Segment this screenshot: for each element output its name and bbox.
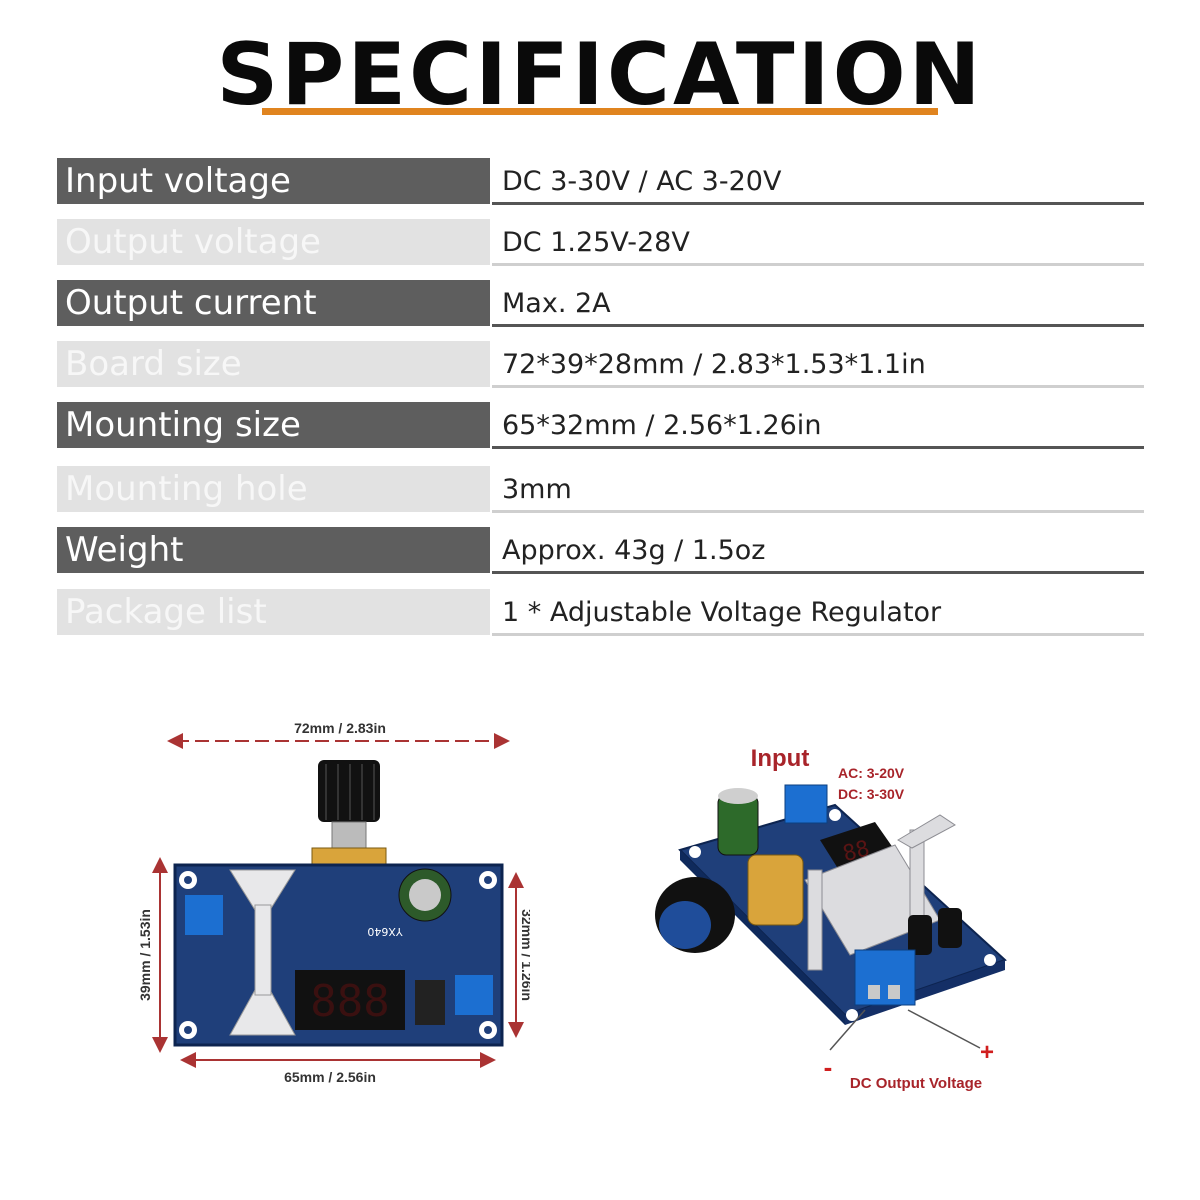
minus-leader-line bbox=[829, 1009, 866, 1051]
heatsink-icon bbox=[229, 869, 296, 1036]
spec-label: Output voltage bbox=[57, 219, 490, 265]
spec-row-output-voltage: Output voltage DC 1.25V-28V bbox=[57, 219, 1144, 267]
spec-value: DC 1.25V-28V bbox=[502, 227, 690, 258]
spec-row-input-voltage: Input voltage DC 3-30V / AC 3-20V bbox=[57, 158, 1144, 206]
spec-label: Mounting hole bbox=[57, 466, 490, 512]
spec-value: Max. 2A bbox=[502, 288, 611, 319]
led-digits: 888 bbox=[310, 976, 389, 1027]
plus-leader-line bbox=[907, 1009, 981, 1049]
spec-label: Input voltage bbox=[57, 158, 490, 204]
spec-row-package-list: Package list 1 * Adjustable Voltage Regu… bbox=[57, 589, 1144, 637]
minus-sign: - bbox=[824, 1052, 833, 1082]
spec-label: Mounting size bbox=[57, 402, 490, 448]
divider bbox=[492, 633, 1144, 636]
spec-row-mounting-size: Mounting size 65*32mm / 2.56*1.26in bbox=[57, 402, 1144, 450]
dc-range-label: DC: 3-30V bbox=[838, 786, 905, 802]
spec-row-mounting-hole: Mounting hole 3mm bbox=[57, 466, 1144, 514]
spec-value: Approx. 43g / 1.5oz bbox=[502, 535, 766, 566]
divider bbox=[492, 510, 1144, 513]
capacitor-icon bbox=[938, 908, 962, 948]
label-backdrop bbox=[260, 718, 390, 738]
potentiometer bbox=[747, 854, 804, 926]
title-underline bbox=[262, 108, 938, 115]
plus-sign: + bbox=[980, 1039, 994, 1066]
divider bbox=[492, 385, 1144, 388]
led-display-icon bbox=[295, 970, 405, 1030]
ic-chip bbox=[415, 980, 445, 1025]
spec-value: 1 * Adjustable Voltage Regulator bbox=[502, 597, 942, 628]
output-terminal-icon bbox=[455, 975, 493, 1015]
terminal-diagram: Input AC: 3-20V DC: 3-30V 88 - + DC Outp… bbox=[655, 745, 1007, 1092]
divider bbox=[492, 446, 1144, 449]
input-title: Input bbox=[751, 745, 810, 772]
divider bbox=[492, 571, 1144, 574]
capacitor-icon bbox=[908, 915, 932, 955]
height-dimension-label: 39mm / 1.53in bbox=[137, 909, 153, 1001]
divider bbox=[492, 324, 1144, 327]
mount-width-dimension-label: 65mm / 2.56in bbox=[284, 1069, 376, 1085]
knob-cap bbox=[659, 901, 711, 949]
output-terminal-icon bbox=[854, 949, 916, 1006]
dc-output-voltage-label: DC Output Voltage bbox=[850, 1075, 982, 1092]
input-terminal-icon bbox=[185, 895, 223, 935]
spec-row-output-current: Output current Max. 2A bbox=[57, 280, 1144, 328]
width-dimension-label: 72mm / 2.83in bbox=[294, 720, 386, 736]
spec-value: DC 3-30V / AC 3-20V bbox=[502, 166, 782, 197]
spec-label: Output current bbox=[57, 280, 490, 326]
spec-label: Package list bbox=[57, 589, 490, 635]
spec-row-weight: Weight Approx. 43g / 1.5oz bbox=[57, 527, 1144, 575]
dimension-diagram: 72mm / 2.83in 888 YX640 39mm / 1.53in 32… bbox=[137, 718, 530, 1085]
spec-label: Weight bbox=[57, 527, 490, 573]
spec-value: 72*39*28mm / 2.83*1.53*1.1in bbox=[502, 349, 926, 380]
mount-height-dimension-label: 32mm / 1.26in bbox=[519, 909, 530, 1001]
divider bbox=[492, 202, 1144, 205]
input-terminal-icon bbox=[784, 784, 828, 824]
spec-label: Board size bbox=[57, 341, 490, 387]
ac-range-label: AC: 3-20V bbox=[838, 765, 905, 781]
spec-value: 3mm bbox=[502, 474, 572, 505]
spec-row-board-size: Board size 72*39*28mm / 2.83*1.53*1.1in bbox=[57, 341, 1144, 389]
divider bbox=[492, 263, 1144, 266]
knob-shaft bbox=[331, 821, 367, 849]
heatsink-icon bbox=[804, 814, 956, 971]
board-model-label: YX640 bbox=[367, 925, 403, 938]
spec-value: 65*32mm / 2.56*1.26in bbox=[502, 410, 822, 441]
